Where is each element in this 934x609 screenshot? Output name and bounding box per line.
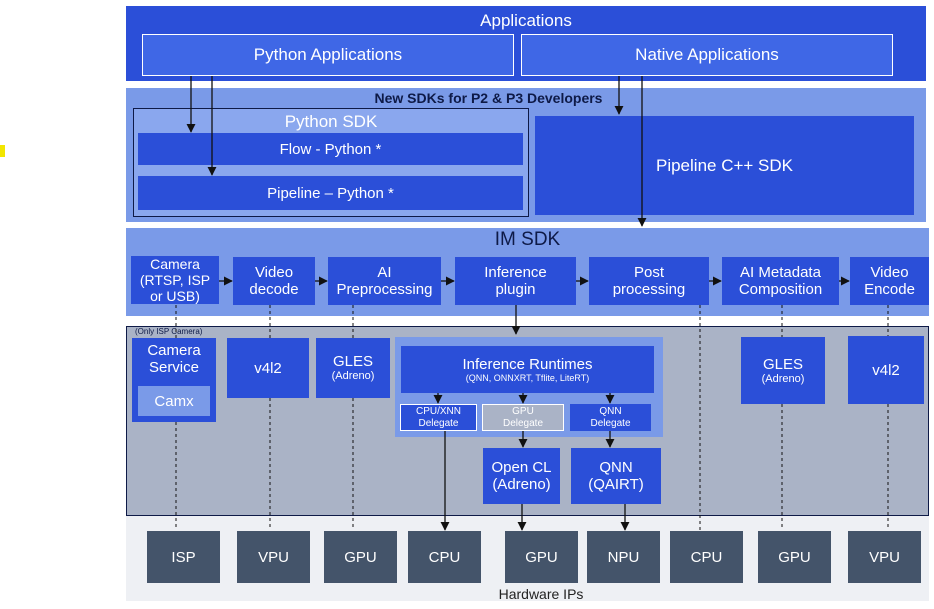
camera-service-label: Camera Service: [147, 341, 201, 376]
gpu-delegate-box: GPU Delegate: [482, 404, 564, 431]
gles-right-sublabel: (Adreno): [761, 372, 805, 385]
hw-gpu-3: GPU: [758, 531, 831, 583]
hardware-ips-title: Hardware IPs: [498, 586, 584, 602]
v4l2-right-box: v4l2: [848, 336, 924, 404]
pipeline-python-box: Pipeline – Python *: [138, 176, 523, 210]
hw-vpu-left: VPU: [237, 531, 310, 583]
gles-right-label: GLES: [762, 355, 804, 373]
python-applications-label: Python Applications: [253, 45, 403, 64]
flow-python-label: Flow - Python *: [279, 140, 382, 158]
only-isp-camera-note: (Only ISP Camera): [135, 327, 203, 336]
hw-gpu-1: GPU: [324, 531, 397, 583]
qnn-delegate-box: QNN Delegate: [570, 404, 651, 431]
pipeline-cpp-sdk-label: Pipeline C++ SDK: [655, 155, 794, 175]
gles-left-label: GLES: [332, 353, 374, 371]
stage-video-decode: Video decode: [233, 257, 315, 305]
inference-runtimes-box: Inference Runtimes (QNN, ONNXRT, Tflite,…: [401, 346, 654, 393]
flow-python-box: Flow - Python *: [138, 133, 523, 165]
stage-post-processing: Post processing: [589, 257, 709, 305]
pipeline-cpp-sdk-box: Pipeline C++ SDK: [535, 116, 914, 215]
gles-left-box: GLES (Adreno): [316, 338, 390, 398]
hw-vpu-right: VPU: [848, 531, 921, 583]
python-sdk-title: Python SDK: [284, 112, 378, 131]
stage-ai-metadata-composition: AI Metadata Composition: [722, 257, 839, 305]
hw-npu: NPU: [587, 531, 660, 583]
inference-runtimes-sublabel: (QNN, ONNXRT, Tflite, LiteRT): [465, 372, 590, 383]
hw-cpu-2: CPU: [670, 531, 743, 583]
stage-ai-preprocessing: AI Preprocessing: [328, 257, 441, 305]
im-sdk-title: IM SDK: [494, 229, 561, 250]
stage-inference-plugin: Inference plugin: [455, 257, 576, 305]
stage-video-encode: Video Encode: [850, 257, 929, 305]
stage-camera: Camera (RTSP, ISP or USB): [131, 256, 219, 304]
applications-title: Applications: [480, 11, 572, 30]
native-applications-box: Native Applications: [521, 34, 893, 76]
opencl-box: Open CL (Adreno): [483, 448, 560, 504]
v4l2-right-label: v4l2: [872, 361, 900, 379]
pipeline-python-label: Pipeline – Python *: [267, 184, 394, 202]
hw-gpu-2: GPU: [505, 531, 578, 583]
left-edge-marker: [0, 145, 5, 157]
sdk-layer-title: New SDKs for P2 & P3 Developers: [374, 90, 603, 106]
qnn-qairt-box: QNN (QAIRT): [571, 448, 661, 504]
v4l2-left-label: v4l2: [254, 359, 282, 377]
inference-runtimes-label: Inference Runtimes: [462, 355, 593, 373]
v4l2-left-box: v4l2: [227, 338, 309, 398]
hw-cpu-1: CPU: [408, 531, 481, 583]
gles-right-box: GLES (Adreno): [741, 337, 825, 404]
gles-left-sublabel: (Adreno): [331, 370, 375, 383]
cpu-xnn-delegate-box: CPU/XNN Delegate: [400, 404, 477, 431]
camx-box: Camx: [138, 386, 210, 416]
camx-label: Camx: [154, 392, 194, 410]
hw-isp: ISP: [147, 531, 220, 583]
python-applications-box: Python Applications: [142, 34, 514, 76]
native-applications-label: Native Applications: [635, 45, 779, 64]
